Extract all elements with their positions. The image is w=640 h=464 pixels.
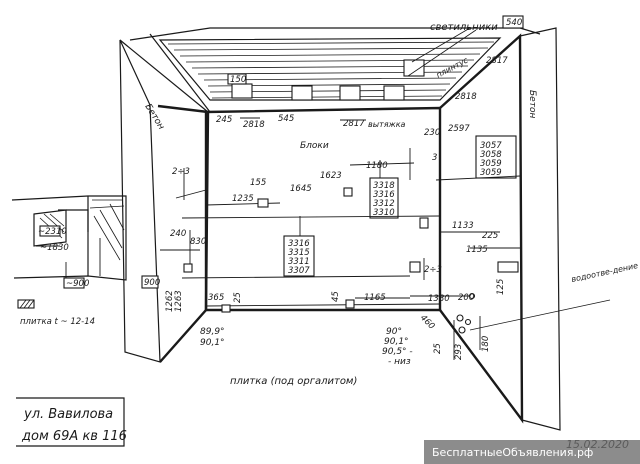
lights-label: светильники xyxy=(430,22,498,33)
dim-ceiling-2818-a: 2818 xyxy=(243,120,265,130)
legend-hatch-swatch xyxy=(17,299,35,309)
inset-dim-2310: ~2310 xyxy=(38,227,67,237)
dim-1180: 1180 xyxy=(366,161,388,171)
dim-1645: 1645 xyxy=(290,184,312,194)
angle-left-1: 89,9° xyxy=(200,327,225,337)
address-line-1: ул. Вавилова xyxy=(23,407,113,422)
lights-count-box xyxy=(502,15,524,29)
wall-heights-right-box: 3057 3058 3059 3059 xyxy=(475,135,517,179)
height-right-2: 3058 xyxy=(480,150,502,160)
ceiling-slats xyxy=(158,27,502,101)
wall-heights-center-bottom-box: 3316 3315 3311 3307 xyxy=(283,235,315,277)
dim-1135: 1135 xyxy=(466,245,488,255)
concrete-right-label: Бетон xyxy=(527,90,537,118)
dim-left-1262: 1262 xyxy=(165,290,175,312)
angle-floor-3: 90,5° - xyxy=(382,347,413,357)
dim-ceiling-545: 545 xyxy=(278,114,294,124)
dim-left-365: 365 xyxy=(208,293,224,303)
dim-2597: 2597 xyxy=(448,124,470,134)
angle-notes-left: 89,9° 90,1° xyxy=(200,327,225,348)
dim-ceiling-150: 150 xyxy=(230,75,246,85)
inset-dim-1830: ~1830 xyxy=(40,243,69,253)
dim-1133: 1133 xyxy=(452,221,474,231)
dim-230: 230 xyxy=(424,128,440,138)
height-center-top-2: 3316 xyxy=(373,190,395,200)
height-center-top-1: 3318 xyxy=(373,181,395,191)
exhaust-label: вытяжка xyxy=(368,120,406,129)
right-vertical-dimensions: 25 293 180 xyxy=(433,316,491,360)
dim-225: 225 xyxy=(482,231,498,241)
height-center-bottom-3: 3311 xyxy=(288,257,310,267)
inset-dim-900: ~900 xyxy=(66,279,89,289)
dim-left-25: 25 xyxy=(233,292,243,303)
height-right-4: 3059 xyxy=(480,168,502,178)
dim-vert-180: 180 xyxy=(481,336,491,352)
address-box: ул. Вавилова дом 69А кв 116 xyxy=(16,397,127,447)
height-right-1: 3057 xyxy=(480,141,502,151)
dim-200: 200 xyxy=(458,293,474,303)
lights-count: 540 xyxy=(506,18,522,28)
address-line-2: дом 69А кв 116 xyxy=(21,429,127,444)
dim-1380: 1380 xyxy=(428,294,450,304)
dim-mid-2-3: 2÷3 xyxy=(424,265,442,275)
right-width-line xyxy=(435,175,521,181)
blocks-label: Блоки xyxy=(300,141,329,151)
mid-width-line xyxy=(181,215,441,219)
dim-1623: 1623 xyxy=(320,171,342,181)
wall-heights-center-top-box: 3318 3316 3312 3310 xyxy=(369,177,399,219)
left-dimensions: 2÷3 240 830 900 1262 1263 365 25 xyxy=(141,167,243,313)
upper-dimensions: 230 2597 155 1645 1623 1235 1180 3 xyxy=(205,124,470,208)
angle-notes-floor: 90° 90,1° 90,5° - - низ xyxy=(382,327,413,367)
dim-left-900: 900 xyxy=(144,278,160,288)
dim-vert-293: 293 xyxy=(454,344,464,360)
angle-left-2: 90,1° xyxy=(200,338,225,348)
dim-460: 460 xyxy=(418,313,437,332)
floor-tile-label: плитка (под оргалитом) xyxy=(230,376,357,387)
height-center-top-3: 3312 xyxy=(373,199,395,209)
height-center-bottom-2: 3315 xyxy=(288,248,310,258)
dim-left-2-3: 2÷3 xyxy=(172,167,190,177)
dim-3: 3 xyxy=(432,153,437,163)
ceiling-dimensions: 150 545 2818 245 2817 2818 2817 xyxy=(216,56,508,130)
height-center-bottom-1: 3316 xyxy=(288,239,310,249)
dim-ceiling-2818-b: 2818 xyxy=(455,92,477,102)
room-walls xyxy=(119,27,561,431)
dim-ceiling-2817-a: 2817 xyxy=(343,119,365,129)
dim-vert-25: 25 xyxy=(433,343,443,354)
drain-leader xyxy=(469,299,611,331)
plinth-label: плинтус xyxy=(435,55,470,79)
legend: плитка t ~ 12-14 xyxy=(17,299,95,327)
height-center-top-4: 3310 xyxy=(373,208,395,218)
drain-label: водоотве-дение xyxy=(571,261,639,284)
wall-sockets xyxy=(183,217,519,334)
angle-floor-2: 90,1° xyxy=(384,337,409,347)
dim-155: 155 xyxy=(250,178,266,188)
dim-left-240: 240 xyxy=(170,229,186,239)
dim-ceiling-245: 245 xyxy=(216,115,232,125)
angle-floor-1: 90° xyxy=(386,327,402,337)
angle-floor-4: - низ xyxy=(388,357,411,367)
low-width-line xyxy=(181,275,411,279)
watermark-band xyxy=(424,440,640,464)
height-right-3: 3059 xyxy=(480,159,502,169)
height-center-bottom-4: 3307 xyxy=(288,266,310,276)
dim-left-1263: 1263 xyxy=(174,290,184,312)
lower-right-dimensions: 1133 225 1135 2÷3 125 45 1165 1380 200 4… xyxy=(331,221,520,332)
inset-plan: ~2310 ~1830 ~900 xyxy=(11,195,127,289)
dim-125: 125 xyxy=(496,279,506,295)
dim-left-830: 830 xyxy=(190,237,206,247)
watermark-text: БесплатныеОбъявления.рф xyxy=(432,446,593,459)
dim-ceiling-2817-b: 2817 xyxy=(486,56,508,66)
dim-45: 45 xyxy=(331,291,341,302)
legend-label: плитка t ~ 12-14 xyxy=(20,317,95,327)
dim-1235: 1235 xyxy=(232,194,254,204)
